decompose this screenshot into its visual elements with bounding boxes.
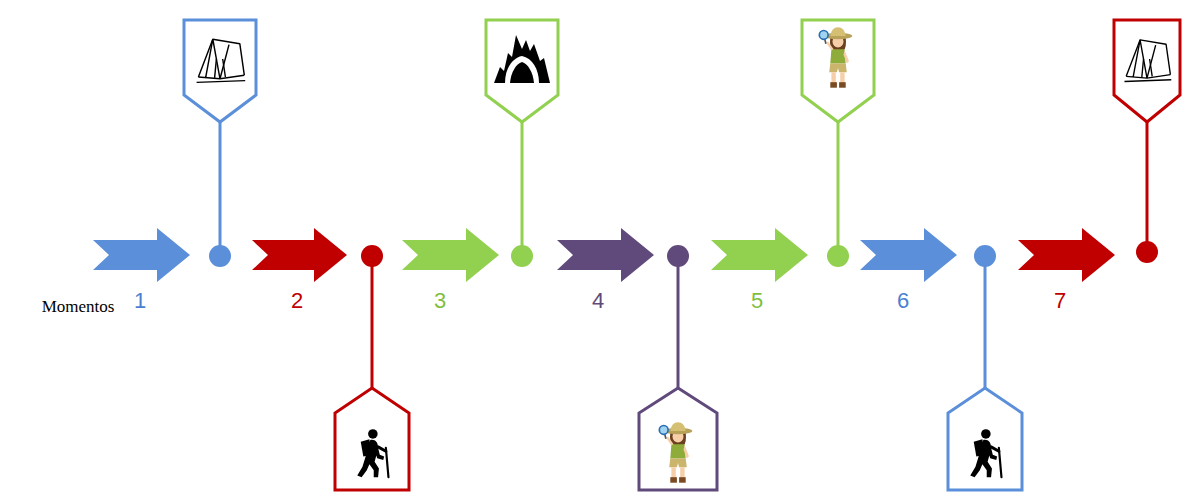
lower-pins [335, 388, 1022, 490]
moment-arrow [93, 228, 190, 282]
moment-arrow [402, 228, 499, 282]
upper-pins [184, 20, 1180, 122]
moment-arrow [860, 228, 957, 282]
moment-arrow [711, 228, 808, 282]
tent-icon [1124, 40, 1171, 82]
moment-number: 7 [1054, 288, 1066, 314]
pin-stem [837, 122, 840, 250]
timeline-dot [667, 245, 689, 267]
timeline-dot [511, 245, 533, 267]
pin-badge [948, 388, 1022, 490]
pin-stem [219, 122, 222, 250]
explorer-icon [819, 27, 852, 87]
timeline-dot [974, 245, 996, 267]
moment-number: 4 [592, 288, 604, 314]
pin-badge [184, 20, 256, 122]
pin-badge [639, 388, 717, 490]
cave-icon [494, 35, 550, 83]
axis-label: Momentos [42, 297, 115, 317]
moment-number: 2 [291, 288, 303, 314]
moment-arrow [252, 228, 347, 282]
pin-badge [335, 388, 409, 490]
pin-stems [220, 122, 1147, 388]
moment-number: 5 [751, 288, 763, 314]
pin-badge [1114, 20, 1180, 122]
hiker-icon [357, 429, 388, 477]
pin-stem [521, 122, 524, 250]
hiker-icon [970, 429, 1001, 477]
pin-stem [371, 260, 374, 388]
pin-badge [802, 20, 874, 122]
timeline-dot [1136, 241, 1158, 263]
timeline-dot [361, 245, 383, 267]
moment-arrows [93, 228, 1115, 282]
pin-stem [984, 260, 987, 388]
explorer-icon [659, 422, 692, 483]
pin-stem [1146, 122, 1149, 250]
pin-badge [486, 20, 558, 122]
moment-number: 3 [434, 288, 446, 314]
moment-number: 1 [134, 288, 146, 314]
pin-stem [677, 260, 680, 388]
tent-icon [197, 39, 246, 82]
moment-arrow [557, 228, 654, 282]
timeline-dot [827, 245, 849, 267]
moment-arrow [1018, 228, 1115, 282]
moment-number: 6 [897, 288, 909, 314]
timeline-dot [209, 245, 231, 267]
timeline-dots [209, 241, 1158, 267]
